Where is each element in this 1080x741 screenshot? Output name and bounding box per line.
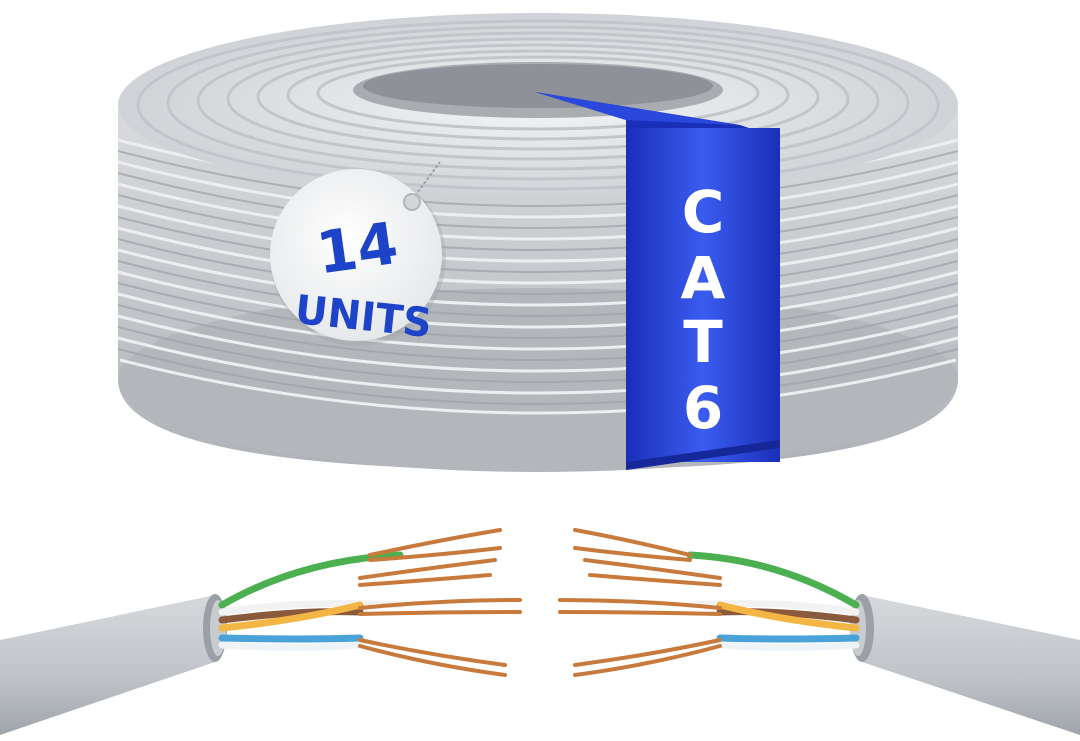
cable-end-left <box>0 528 522 735</box>
cat6-label-band: C A T 6 <box>535 92 780 470</box>
band-letter-t: T <box>683 308 723 376</box>
quantity-tag: 14 UNITS <box>270 161 446 347</box>
band-letter-6: 6 <box>683 374 723 442</box>
cable-spool <box>117 13 959 472</box>
cable-end-right <box>558 528 1080 735</box>
band-letter-c: C <box>682 178 725 246</box>
band-letter-a: A <box>681 244 726 312</box>
tag-count: 14 <box>313 209 402 288</box>
